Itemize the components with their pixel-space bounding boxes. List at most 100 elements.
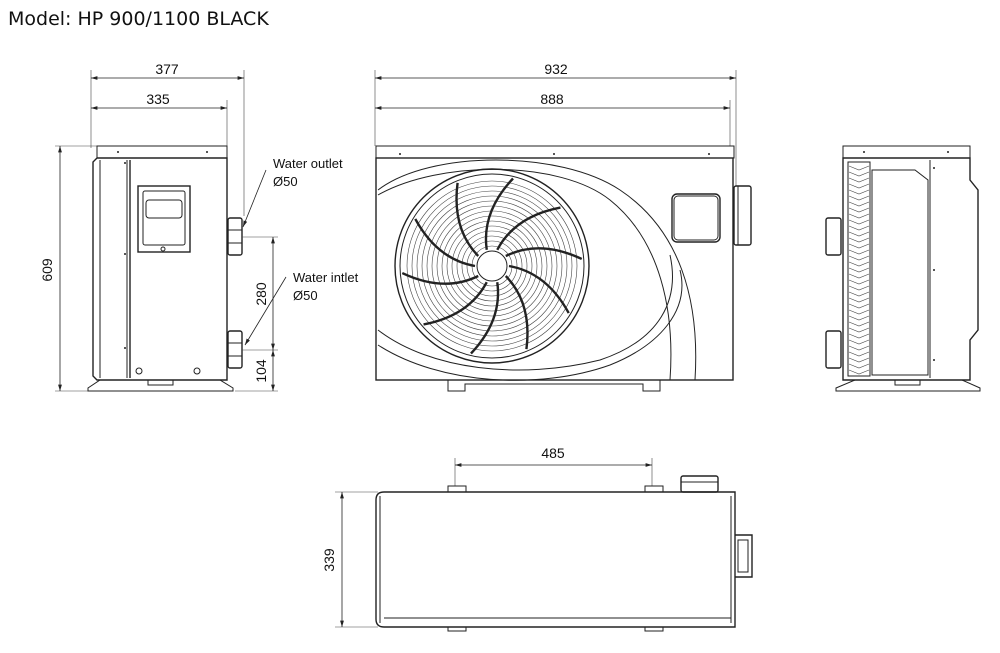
coil-fin (848, 195, 870, 201)
unit-body (375, 157, 734, 381)
coil-fin (848, 309, 870, 315)
coil-fin (848, 351, 870, 357)
fan-blade (455, 182, 480, 257)
coil-fin (848, 249, 870, 255)
unit-body (375, 491, 736, 628)
water-inlet-connector (825, 330, 842, 369)
dim-label-335: 335 (146, 91, 170, 107)
base-feet (87, 379, 234, 392)
outlet-diameter: Ø50 (273, 174, 298, 189)
coil-fin (848, 189, 870, 195)
grille-ring (456, 230, 528, 302)
coil-fin (848, 291, 870, 297)
handle (735, 534, 753, 578)
grille-ring (421, 195, 563, 337)
coil-fin (848, 279, 870, 285)
water-outlet-connector (825, 217, 842, 256)
coil-fin (848, 237, 870, 243)
coil-fin (848, 165, 870, 171)
coil-fin (848, 357, 870, 363)
base-feet (835, 379, 981, 392)
water-outlet-connector (227, 217, 243, 256)
control-panel (137, 185, 191, 253)
front-view: 932 888 (374, 61, 752, 392)
grille-ring (431, 205, 553, 327)
rear-view (825, 145, 981, 392)
coil-fin (848, 303, 870, 309)
coil-fin (848, 285, 870, 291)
top-cap (842, 145, 971, 159)
fan-blade (508, 264, 570, 314)
grille-ring (441, 215, 543, 317)
fan-blade (496, 206, 561, 251)
coil-fin (848, 297, 870, 303)
coil-fin (848, 333, 870, 339)
coil-fin (848, 213, 870, 219)
coil-fin (848, 183, 870, 189)
coil-fin (848, 321, 870, 327)
coil-fin (848, 225, 870, 231)
fan-blade (401, 271, 479, 285)
unit-body (92, 157, 228, 381)
coil-fin (848, 255, 870, 261)
grille-ring (426, 200, 558, 332)
coil-fin (848, 315, 870, 321)
fan-blade (505, 247, 583, 261)
fan-blade (423, 281, 488, 326)
grille-ring (461, 235, 523, 297)
coil-fin (848, 177, 870, 183)
base-feet (447, 380, 661, 392)
coil-fin (848, 171, 870, 177)
outlet-leader (242, 169, 267, 228)
top-view: 485 339 (321, 445, 753, 632)
dim-label-932: 932 (544, 61, 568, 77)
coil-fin (848, 273, 870, 279)
grille-ring (451, 225, 533, 307)
fan-blade (470, 282, 500, 355)
coil-fin (848, 207, 870, 213)
top-cap (375, 145, 735, 159)
grille-ring (436, 210, 548, 322)
inlet-label: Water intlet (293, 270, 359, 285)
coil-fin (848, 231, 870, 237)
coil-fin (848, 363, 870, 369)
side-view: 377 335 609 (39, 61, 359, 392)
dim-label-104: 104 (253, 359, 269, 383)
heat-exchanger-coil (847, 161, 871, 377)
dim-label-339: 339 (321, 548, 337, 572)
outlet-label: Water outlet (273, 156, 343, 171)
coil-fin (848, 201, 870, 207)
coil-fin (848, 261, 870, 267)
top-connector (680, 475, 719, 493)
dim-label-888: 888 (540, 91, 564, 107)
coil-fin (848, 345, 870, 351)
side-connector (733, 185, 752, 246)
fan-blade (414, 218, 476, 268)
inlet-leader (244, 276, 287, 346)
fan-blade (504, 275, 529, 350)
grille-ring (446, 220, 538, 312)
grille-ring (471, 245, 513, 287)
fan-grille (394, 168, 590, 364)
dim-label-377: 377 (155, 61, 179, 77)
model-title: Model: HP 900/1100 BLACK (8, 8, 269, 30)
coil-fin (848, 243, 870, 249)
dim-label-485: 485 (541, 445, 565, 461)
coil-fin (848, 219, 870, 225)
coil-fin (848, 267, 870, 273)
coil-fin (848, 369, 870, 375)
grille-ring (406, 180, 578, 352)
inlet-diameter: Ø50 (293, 288, 318, 303)
grille-ring (411, 185, 573, 347)
coil-fin (848, 339, 870, 345)
grille-ring (466, 240, 518, 292)
unit-body (842, 157, 979, 381)
fan-blade (484, 177, 514, 250)
water-inlet-connector (227, 330, 243, 369)
dim-label-609: 609 (39, 258, 55, 282)
dim-label-280: 280 (253, 282, 269, 306)
coil-fin (848, 327, 870, 333)
fan-hub (476, 250, 508, 282)
grille-ring (416, 190, 568, 342)
